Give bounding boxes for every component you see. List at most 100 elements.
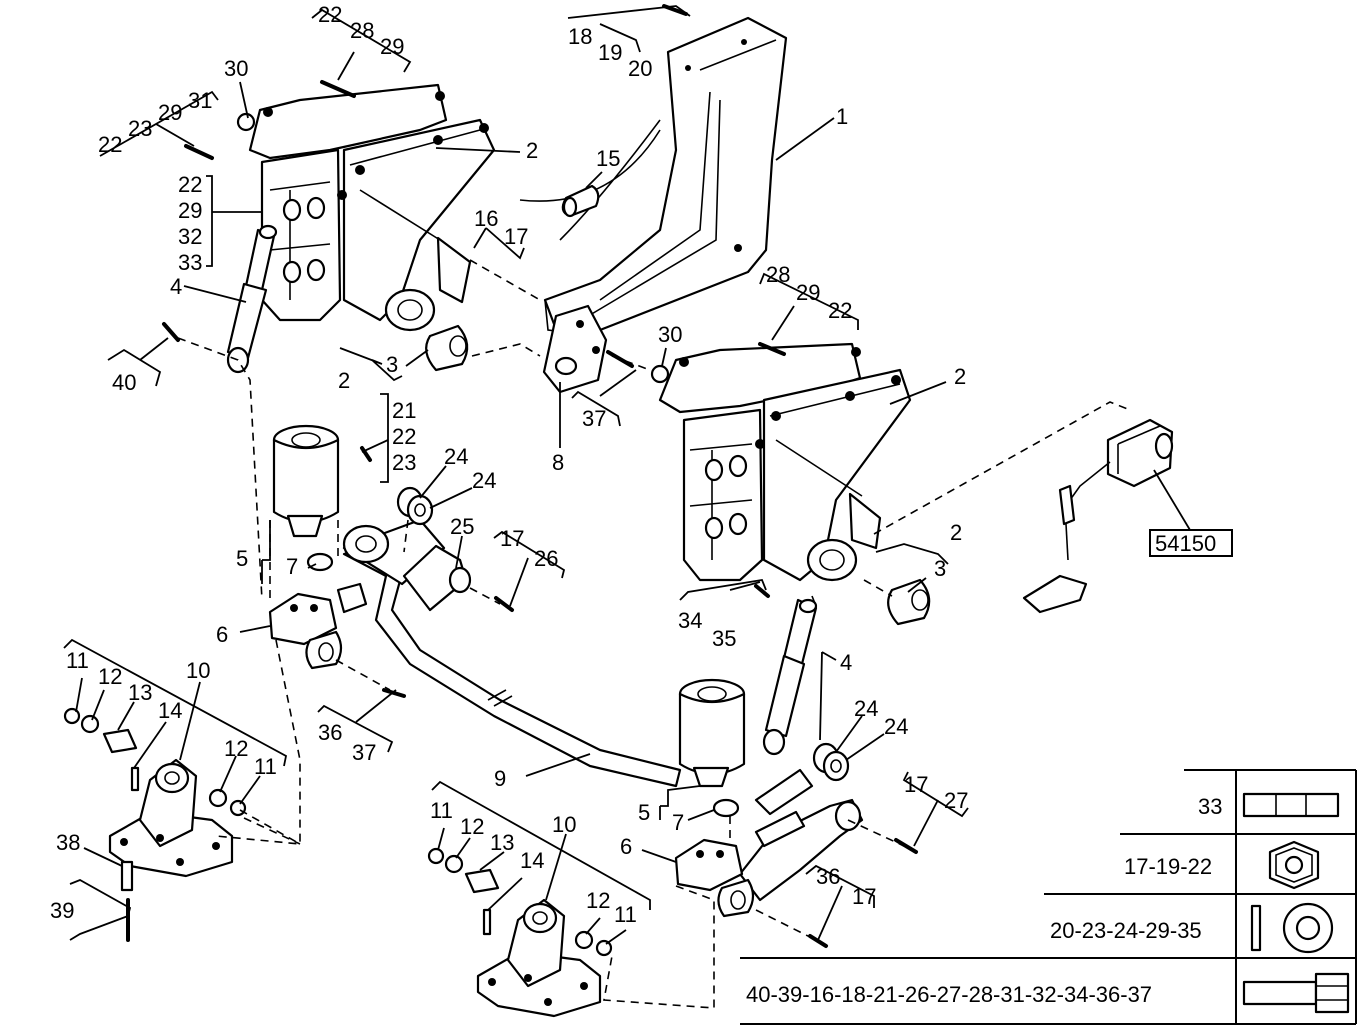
upper-right-bracket <box>650 342 912 582</box>
frame-bracket <box>519 16 788 342</box>
callout: 10 <box>186 658 210 683</box>
part-reference-number: 54150 <box>1155 531 1216 556</box>
levelling-valve <box>1022 418 1174 614</box>
bush-15 <box>561 184 600 218</box>
legend-label: 17-19-22 <box>1124 854 1212 879</box>
leader-lines <box>63 5 1191 945</box>
washer-7-right <box>712 798 740 818</box>
callout: 22 <box>828 298 852 323</box>
callout: 11 <box>254 754 277 779</box>
stabilizer-bar <box>336 518 682 788</box>
callout: 9 <box>494 766 506 791</box>
callout: 30 <box>224 56 248 81</box>
callout-labels: 22 28 29 18 19 20 30 31 29 23 22 2 1 15 … <box>50 2 968 927</box>
nut-11-right <box>427 847 445 865</box>
callout: 17 <box>904 772 928 797</box>
callout: 24 <box>472 468 496 493</box>
callout: 19 <box>598 40 622 65</box>
callout: 32 <box>178 224 202 249</box>
callout: 11 <box>430 798 453 823</box>
callout: 15 <box>596 146 620 171</box>
shock-absorber-left <box>226 224 278 374</box>
sleeve-13-right <box>464 868 500 894</box>
link-25 <box>402 544 472 612</box>
callout: 29 <box>796 280 820 305</box>
bush-left-lower <box>305 630 343 670</box>
callout: 8 <box>552 450 564 475</box>
callout: 6 <box>216 622 228 647</box>
callout: 2 <box>526 138 538 163</box>
callout: 33 <box>178 250 202 275</box>
callout: 38 <box>56 830 80 855</box>
nut-11-right-b <box>595 939 613 957</box>
callout: 27 <box>944 788 968 813</box>
callout: 12 <box>586 888 610 913</box>
washer-12-left <box>80 714 100 734</box>
callout: 23 <box>392 450 416 475</box>
air-spring-right <box>678 678 746 788</box>
rubber-bush-3-right <box>887 578 931 626</box>
callout: 28 <box>766 262 790 287</box>
callout: 4 <box>170 274 182 299</box>
callout: 29 <box>178 198 202 223</box>
callout: 5 <box>236 546 248 571</box>
callout: 28 <box>350 18 374 43</box>
callout: 36 <box>318 720 342 745</box>
bush-right-lower <box>717 878 755 918</box>
callout: 3 <box>386 352 398 377</box>
washer-12-left-b <box>208 788 228 808</box>
callout: 18 <box>568 24 592 49</box>
fastener-legend: 33 17-19-22 20-23-24-29-35 40-39-16-18-2… <box>740 769 1357 1025</box>
callout: 2 <box>338 368 350 393</box>
rubber-bush-3-left <box>425 324 469 372</box>
part-reference: 54150 <box>1149 529 1233 557</box>
callout: 12 <box>224 736 248 761</box>
callout: 29 <box>380 34 404 59</box>
callout: 4 <box>840 650 852 675</box>
sleeve-13-left <box>102 728 138 754</box>
nut-11-left <box>63 707 81 725</box>
callout: 11 <box>614 902 637 927</box>
callout: 12 <box>98 664 122 689</box>
callout: 13 <box>490 830 514 855</box>
callout: 14 <box>158 698 182 723</box>
callout: 39 <box>50 898 74 923</box>
callout: 25 <box>450 514 474 539</box>
washers-24-lower <box>812 742 850 782</box>
callout: 12 <box>460 814 484 839</box>
washer-12-right <box>444 854 464 874</box>
shock-absorber-right <box>762 598 818 756</box>
callout: 7 <box>286 554 298 579</box>
nut-11-left-b <box>229 799 247 817</box>
hex-nut-icon <box>1268 840 1320 890</box>
callout: 10 <box>552 812 576 837</box>
callout: 29 <box>158 100 182 125</box>
callout: 14 <box>520 848 544 873</box>
legend-label: 40-39-16-18-21-26-27-28-31-32-34-36-37 <box>746 982 1152 1007</box>
callout: 23 <box>128 116 152 141</box>
air-spring-left <box>272 424 340 538</box>
callout: 6 <box>620 834 632 859</box>
callout: 22 <box>318 2 342 27</box>
bolts <box>126 4 918 948</box>
callout: 22 <box>98 132 122 157</box>
callout: 7 <box>672 810 684 835</box>
plate-8 <box>542 304 608 394</box>
upper-left-bracket <box>236 83 496 332</box>
callout: 36 <box>816 864 840 889</box>
mounting-bracket-right <box>476 898 602 1018</box>
pin-14-left <box>130 766 140 792</box>
callout: 1 <box>836 104 848 129</box>
washer-7-left <box>306 552 334 572</box>
legend-label: 33 <box>1198 794 1222 819</box>
callout: 37 <box>352 740 376 765</box>
callout: 22 <box>178 172 202 197</box>
callout: 17 <box>852 884 876 909</box>
saddle-6-left <box>268 592 338 646</box>
callout: 22 <box>392 424 416 449</box>
callout: 40 <box>112 370 136 395</box>
callout: 34 <box>678 608 702 633</box>
assembly-lines <box>177 259 1131 1009</box>
callout: 24 <box>444 444 468 469</box>
